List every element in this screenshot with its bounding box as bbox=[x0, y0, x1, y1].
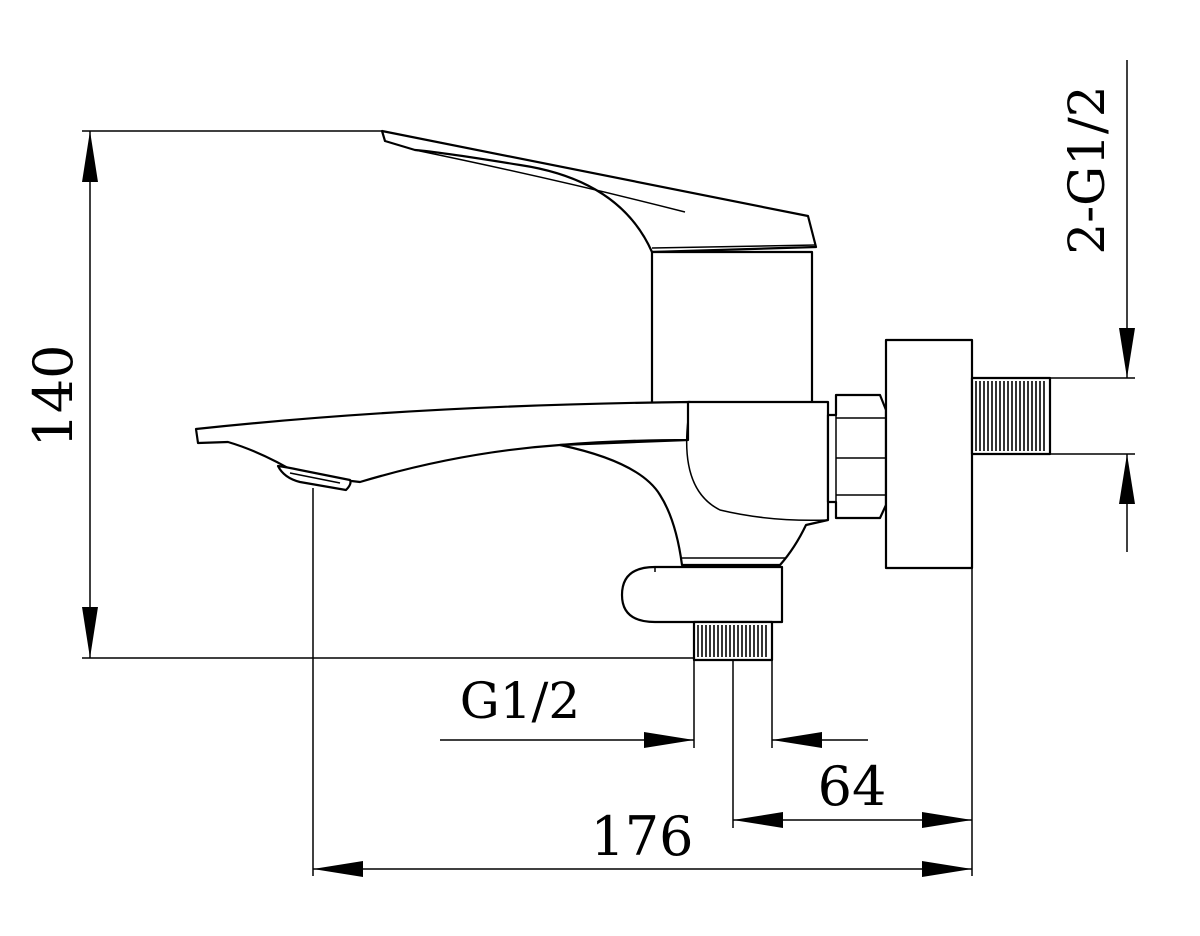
inlet-arrow-top bbox=[1119, 328, 1135, 378]
height-arrow-top bbox=[82, 131, 98, 182]
outlet-arrow-left bbox=[644, 732, 694, 748]
reach-arrow-left bbox=[313, 861, 363, 877]
inlet-arrow-bottom bbox=[1119, 454, 1135, 504]
aerator-line bbox=[289, 472, 341, 484]
inlet-thread-hatch bbox=[975, 381, 1045, 451]
inlet-thread-label: 2-G1/2 bbox=[1058, 85, 1116, 254]
dimension-labels: 140 2-G1/2 G1/2 64 176 bbox=[22, 85, 1116, 868]
offset-arrow-left bbox=[733, 812, 783, 828]
offset-arrow-right bbox=[922, 812, 972, 828]
outlet-thread bbox=[692, 620, 774, 662]
diverter-knob bbox=[620, 565, 784, 624]
outlet-thread-hatch bbox=[697, 625, 767, 657]
faucet-body bbox=[194, 129, 1052, 662]
height-label: 140 bbox=[22, 344, 85, 447]
reach-label: 176 bbox=[590, 805, 693, 868]
outlet-thread-label: G1/2 bbox=[460, 672, 580, 730]
offset-label: 64 bbox=[818, 755, 887, 818]
cartridge-column bbox=[650, 250, 814, 406]
outlet-arrow-right bbox=[772, 732, 822, 748]
reach-arrow-right bbox=[922, 861, 972, 877]
height-arrow-bottom bbox=[82, 607, 98, 658]
lever-handle-base bbox=[651, 244, 817, 249]
lever-handle-detail bbox=[414, 149, 686, 213]
inlet-thread bbox=[970, 376, 1052, 456]
mixer-body-curve bbox=[685, 419, 829, 522]
wall-flange bbox=[884, 338, 974, 570]
dimension-lines bbox=[82, 60, 1135, 877]
